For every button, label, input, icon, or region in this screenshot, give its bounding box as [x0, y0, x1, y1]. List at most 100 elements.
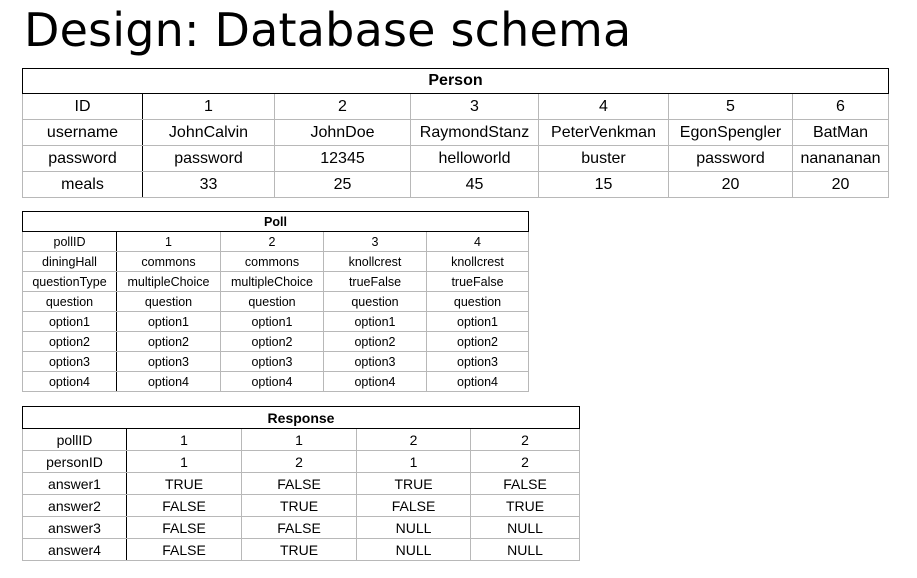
value-cell: BatMan [791, 119, 890, 146]
field-name-cell: option3 [22, 351, 117, 372]
value-cell: FALSE [126, 516, 242, 539]
value-cell: option4 [116, 371, 221, 392]
value-cell: 20 [791, 171, 890, 198]
value-cell: option3 [425, 351, 530, 372]
value-cell: helloworld [410, 145, 539, 172]
field-name-cell: password [22, 145, 143, 172]
value-cell: option4 [220, 371, 324, 392]
value-cell: multipleChoice [220, 271, 324, 292]
poll-table-name: Poll [21, 211, 530, 232]
value-cell: trueFalse [323, 271, 427, 292]
value-cell: buster [538, 145, 669, 172]
value-cell: 45 [410, 171, 539, 198]
field-name-cell: ID [22, 93, 143, 120]
value-cell: option3 [323, 351, 427, 372]
value-cell: knollcrest [425, 251, 530, 272]
value-cell: option2 [425, 331, 530, 352]
field-name-cell: option2 [22, 331, 117, 352]
value-cell: 2 [469, 428, 581, 451]
field-name-cell: option1 [22, 311, 117, 332]
field-name-cell: pollID [22, 428, 127, 451]
value-cell: FALSE [126, 494, 242, 517]
value-cell: FALSE [241, 516, 357, 539]
value-cell: option1 [323, 311, 427, 332]
value-cell: FALSE [126, 538, 242, 561]
field-name-cell: answer3 [22, 516, 127, 539]
value-cell: TRUE [241, 494, 357, 517]
value-cell: 2 [469, 450, 581, 473]
value-cell: 1 [126, 428, 242, 451]
field-name-cell: pollID [22, 231, 117, 252]
value-cell: 2 [356, 428, 471, 451]
value-cell: option1 [220, 311, 324, 332]
value-cell: option2 [323, 331, 427, 352]
value-cell: commons [220, 251, 324, 272]
value-cell: PeterVenkman [538, 119, 669, 146]
value-cell: multipleChoice [116, 271, 221, 292]
value-cell: 1 [356, 450, 471, 473]
value-cell: 1 [116, 231, 221, 252]
value-cell: JohnCalvin [142, 119, 275, 146]
value-cell: option4 [425, 371, 530, 392]
field-name-cell: answer1 [22, 472, 127, 495]
value-cell: 3 [323, 231, 427, 252]
value-cell: NULL [356, 538, 471, 561]
value-cell: option2 [116, 331, 221, 352]
value-cell: 20 [668, 171, 793, 198]
page-title: Design: Database schema [24, 3, 632, 57]
field-name-cell: diningHall [22, 251, 117, 272]
field-name-cell: meals [22, 171, 143, 198]
value-cell: question [220, 291, 324, 312]
value-cell: knollcrest [323, 251, 427, 272]
value-cell: 2 [220, 231, 324, 252]
value-cell: 1 [126, 450, 242, 473]
value-cell: RaymondStanz [410, 119, 539, 146]
value-cell: password [668, 145, 793, 172]
value-cell: password [142, 145, 275, 172]
value-cell: nanananan [791, 145, 890, 172]
response-table-name: Response [21, 406, 581, 429]
value-cell: 1 [241, 428, 357, 451]
value-cell: 4 [425, 231, 530, 252]
value-cell: option2 [220, 331, 324, 352]
value-cell: 3 [410, 93, 539, 120]
response-table-header-row: Response [21, 406, 581, 429]
field-name-cell: username [22, 119, 143, 146]
value-cell: question [425, 291, 530, 312]
value-cell: question [323, 291, 427, 312]
value-cell: TRUE [241, 538, 357, 561]
field-name-cell: personID [22, 450, 127, 473]
value-cell: 12345 [274, 145, 411, 172]
field-name-cell: question [22, 291, 117, 312]
value-cell: 33 [142, 171, 275, 198]
value-cell: TRUE [469, 494, 581, 517]
value-cell: 4 [538, 93, 669, 120]
value-cell: option1 [425, 311, 530, 332]
value-cell: TRUE [356, 472, 471, 495]
value-cell: 5 [668, 93, 793, 120]
value-cell: FALSE [241, 472, 357, 495]
value-cell: FALSE [356, 494, 471, 517]
value-cell: 1 [142, 93, 275, 120]
value-cell: 15 [538, 171, 669, 198]
value-cell: 25 [274, 171, 411, 198]
field-name-cell: questionType [22, 271, 117, 292]
person-table-name: Person [21, 68, 890, 94]
value-cell: option3 [220, 351, 324, 372]
